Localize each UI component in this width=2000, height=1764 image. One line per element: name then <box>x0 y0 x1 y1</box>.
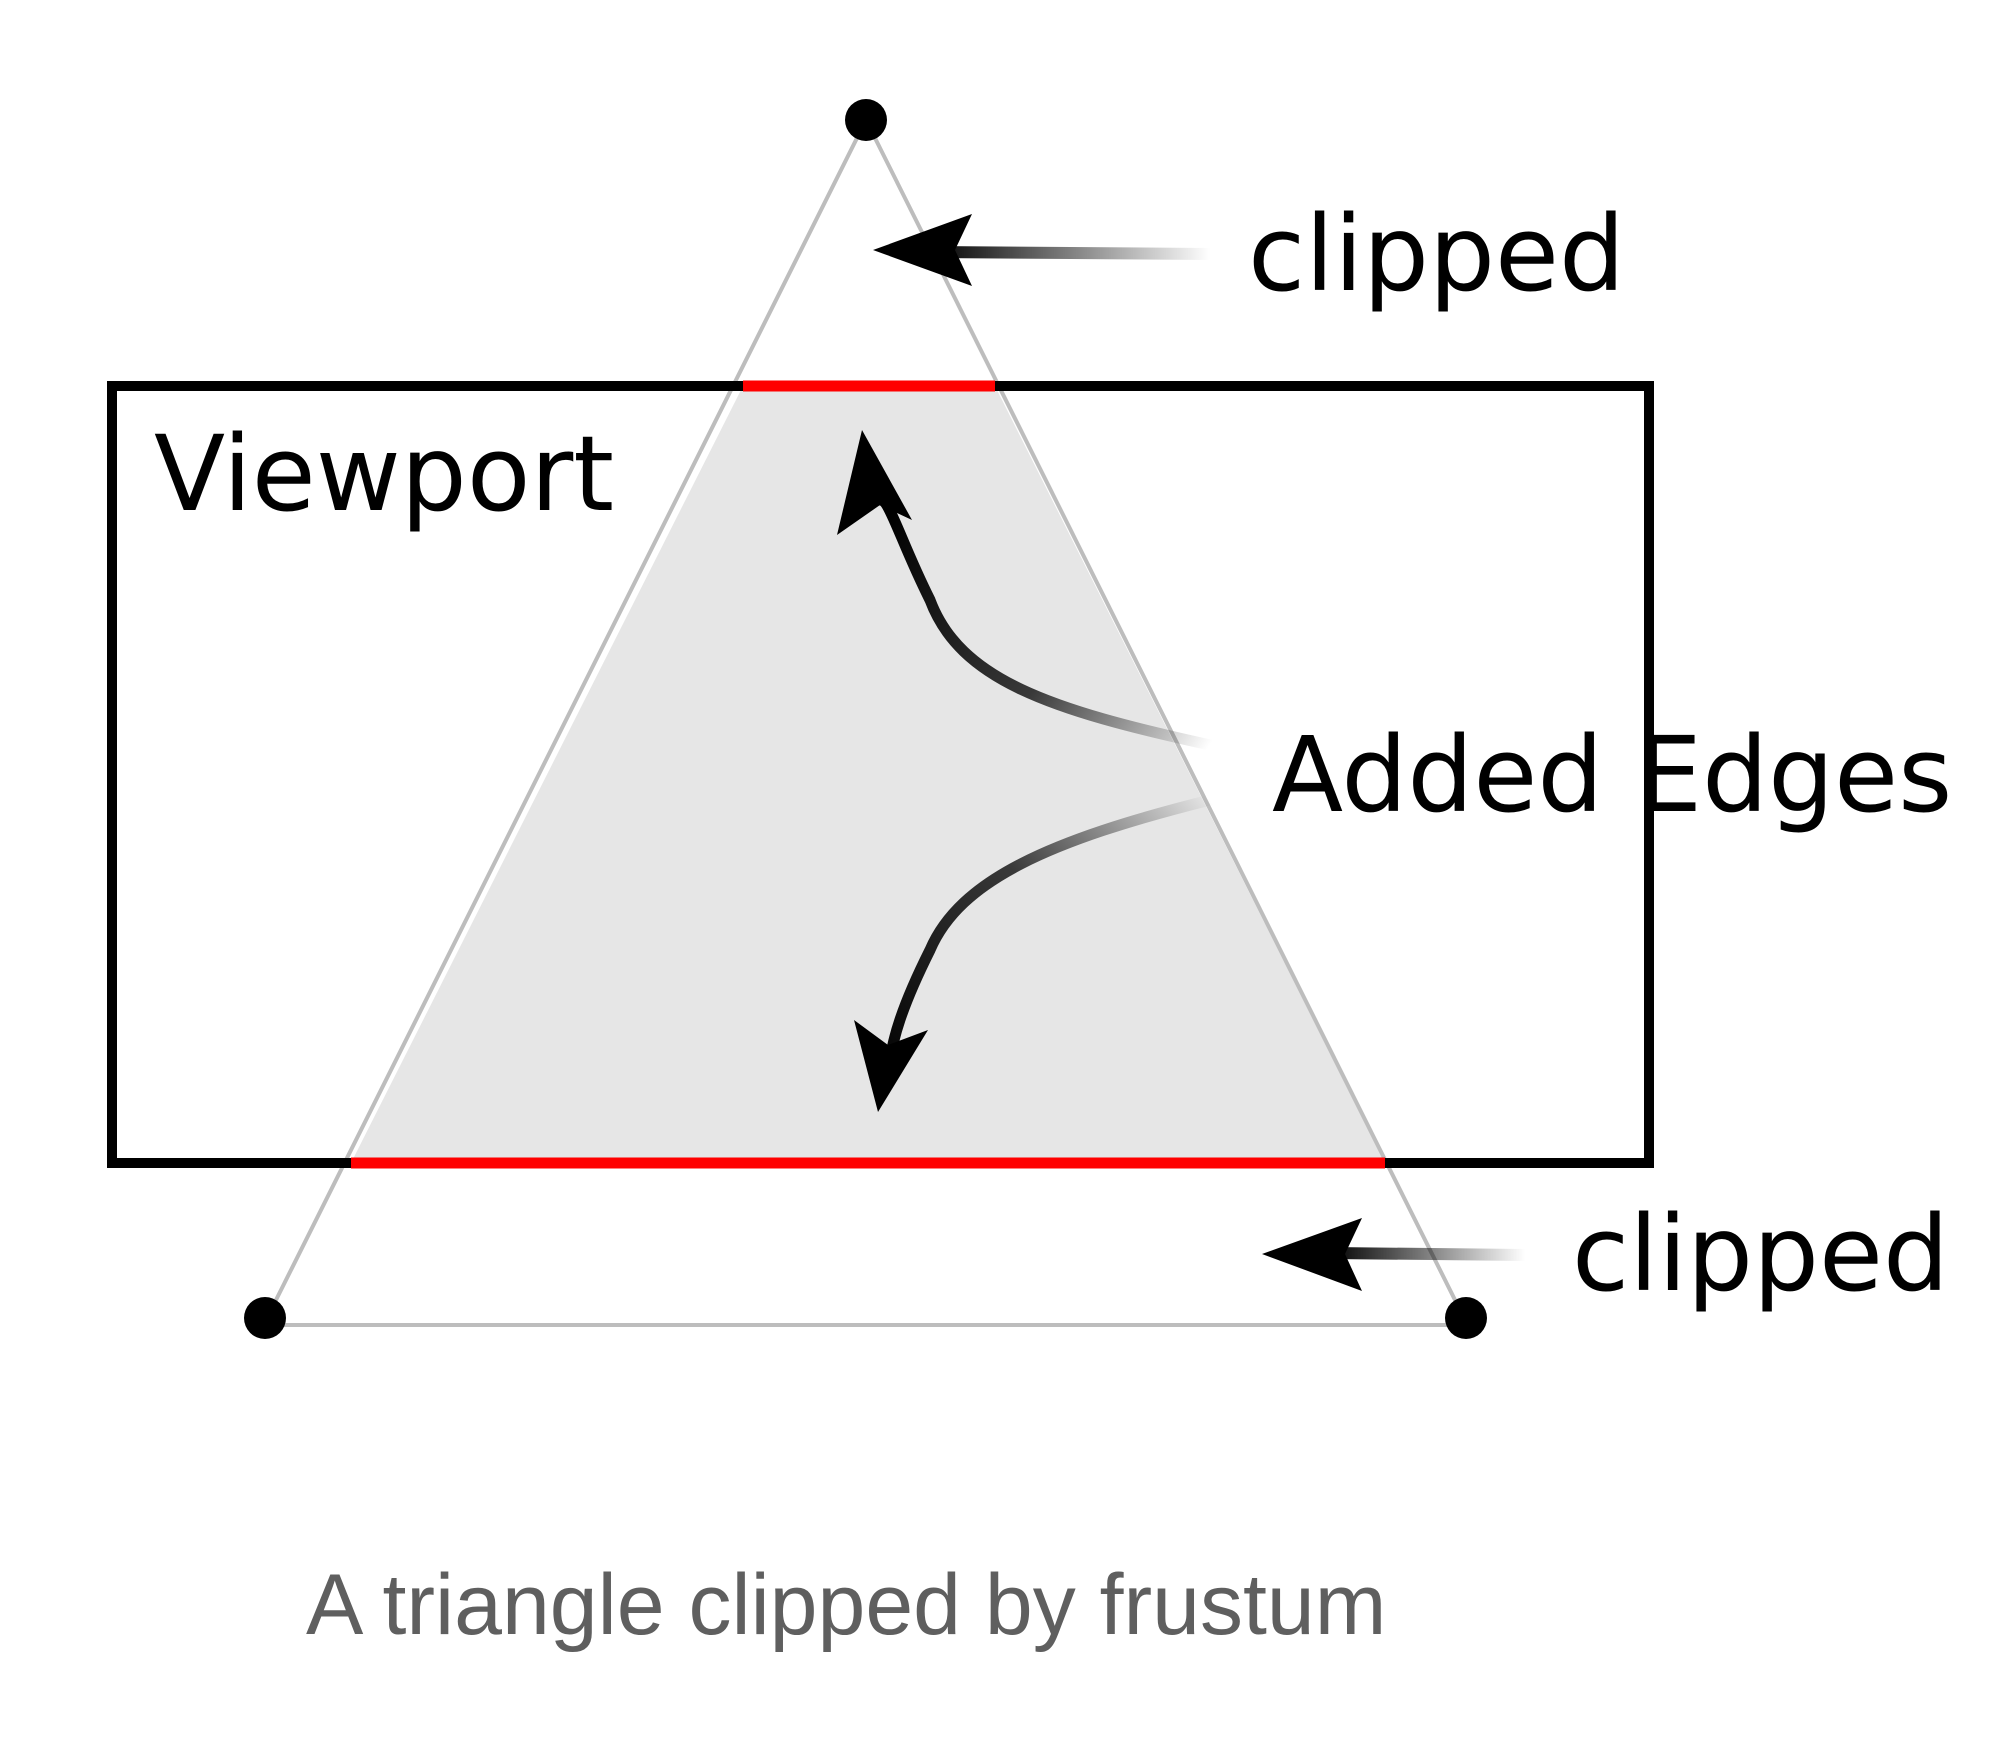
clipped-bottom-arrow-icon <box>1262 1218 1526 1291</box>
vertex-dot-icon <box>244 1297 286 1339</box>
added-edges-label: Added Edges <box>1272 714 1952 836</box>
clipped-region <box>351 386 1385 1163</box>
triangle-edge-right <box>864 119 1468 1323</box>
viewport-label: Viewport <box>154 413 614 535</box>
caption: A triangle clipped by frustum <box>306 1557 1386 1653</box>
clipped-bottom-label: clipped <box>1572 1193 1949 1315</box>
clipped-top-arrow-icon <box>873 214 1211 286</box>
original-triangle <box>263 119 1468 1327</box>
added-edge-down-arrow-icon <box>854 794 1216 1112</box>
vertex-dot-icon <box>845 99 887 141</box>
triangle-edge-left <box>263 119 868 1323</box>
added-edge-up-arrow-icon <box>837 430 1216 751</box>
vertex-dot-icon <box>1445 1297 1487 1339</box>
clipped-top-label: clipped <box>1248 193 1625 315</box>
